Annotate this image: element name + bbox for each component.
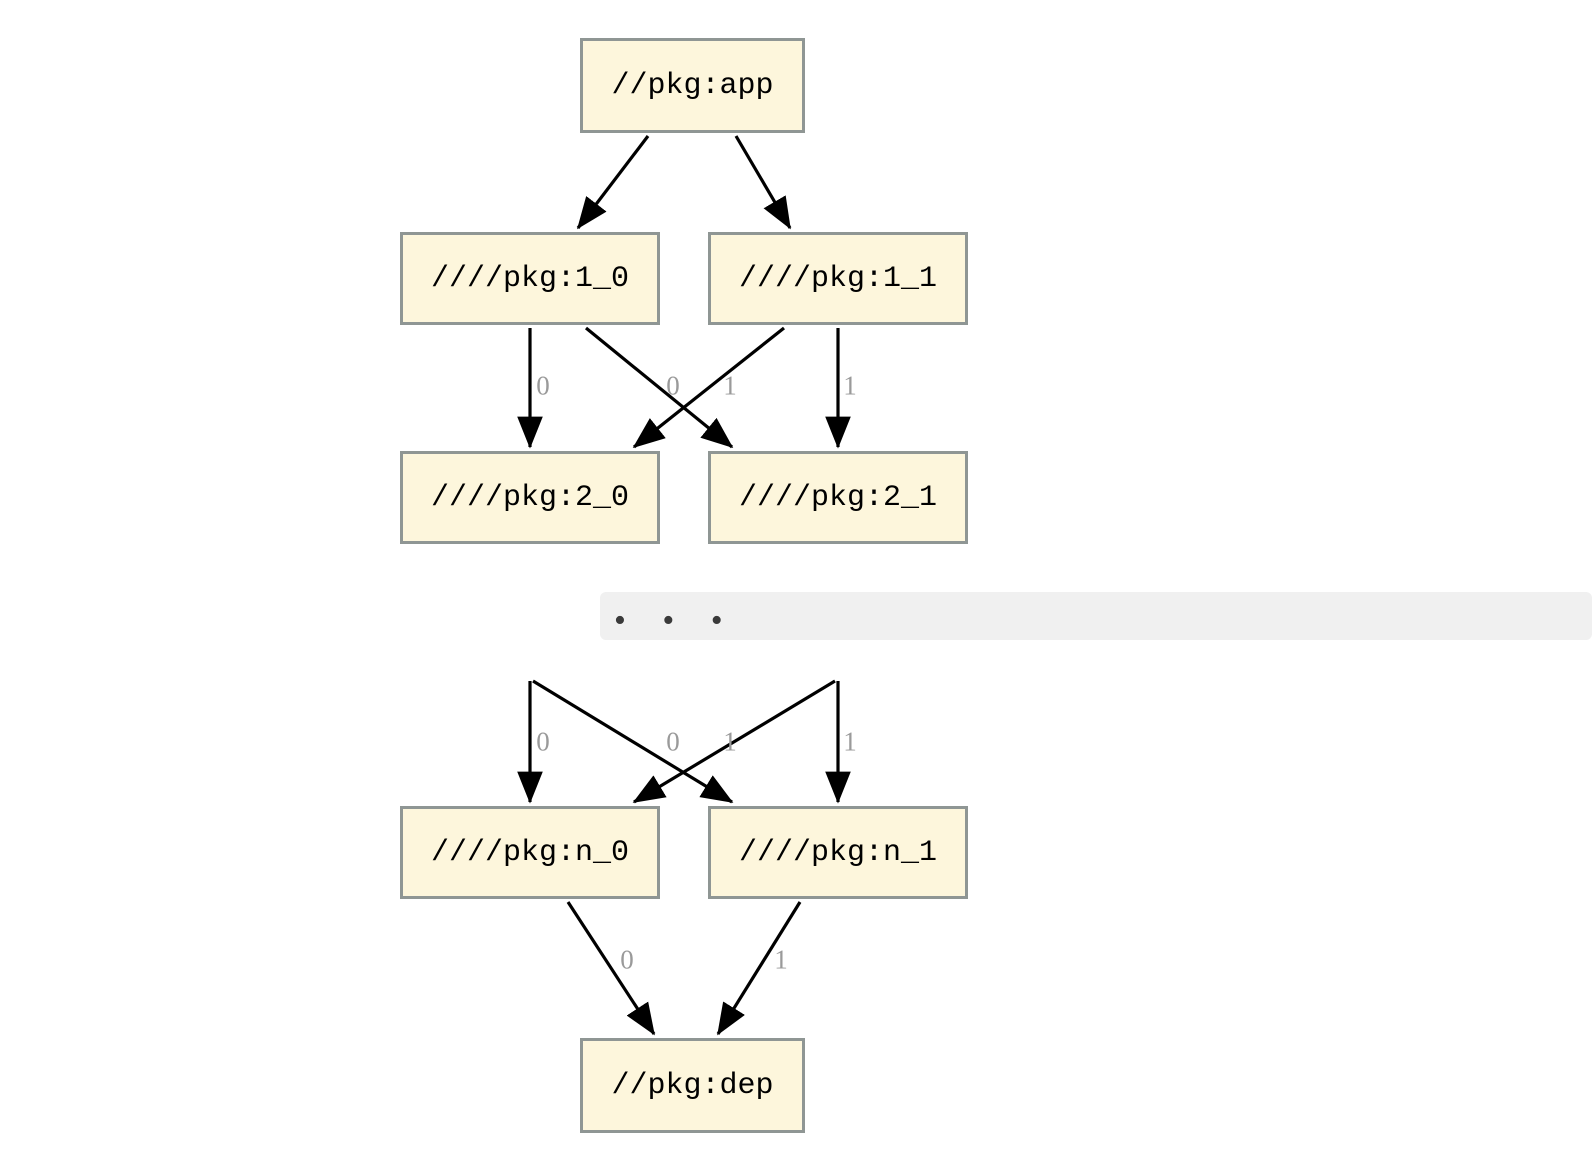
graph-node-app[interactable]: //pkg:app xyxy=(580,38,805,133)
graph-node-label: ////pkg:1_0 xyxy=(430,261,630,296)
graph-node-n2_1[interactable]: ////pkg:2_1 xyxy=(708,451,968,544)
graph-node-label: ////pkg:2_0 xyxy=(430,480,630,515)
graph-node-label: //pkg:dep xyxy=(611,1068,774,1103)
graph-node-label: ////pkg:n_0 xyxy=(430,835,630,870)
edge-label-gap-n_0: 0 xyxy=(536,726,550,757)
edge-label-gap-n_1: 0 xyxy=(666,726,680,757)
graph-node-label: ////pkg:n_1 xyxy=(738,835,938,870)
graph-edge-1_1-2_0 xyxy=(632,326,785,449)
graph-node-label: //pkg:app xyxy=(611,68,774,103)
edge-label-n_0-dep: 0 xyxy=(620,944,634,975)
ellipsis-band: • • • xyxy=(600,592,1592,640)
graph-node-n1_1[interactable]: ////pkg:1_1 xyxy=(708,232,968,325)
graph-edge-gap-n_1 xyxy=(532,679,734,804)
edge-label-gap2-n_0: 1 xyxy=(723,726,737,757)
ellipsis-dots: • • • xyxy=(614,602,737,640)
graph-edge-1_0-2_1 xyxy=(584,326,734,449)
edge-label-1_1-2_1: 1 xyxy=(843,370,857,401)
graph-node-nn_0[interactable]: ////pkg:n_0 xyxy=(400,806,660,899)
edge-label-n_1-dep: 1 xyxy=(774,944,788,975)
edge-label-gap2-n_1: 1 xyxy=(843,726,857,757)
graph-node-n2_0[interactable]: ////pkg:2_0 xyxy=(400,451,660,544)
edge-label-1_0-2_0: 0 xyxy=(536,370,550,401)
edge-label-1_0-2_1: 0 xyxy=(666,370,680,401)
graph-edge-app-1_0 xyxy=(576,135,650,230)
edge-label-1_1-2_0: 1 xyxy=(723,370,737,401)
graph-edge-n_0-dep xyxy=(566,901,656,1036)
graph-edge-app-1_1 xyxy=(734,135,792,230)
graph-node-label: ////pkg:1_1 xyxy=(738,261,938,296)
graph-node-nn_1[interactable]: ////pkg:n_1 xyxy=(708,806,968,899)
graph-node-dep[interactable]: //pkg:dep xyxy=(580,1038,805,1133)
graph-node-n1_0[interactable]: ////pkg:1_0 xyxy=(400,232,660,325)
graph-node-label: ////pkg:2_1 xyxy=(738,480,938,515)
